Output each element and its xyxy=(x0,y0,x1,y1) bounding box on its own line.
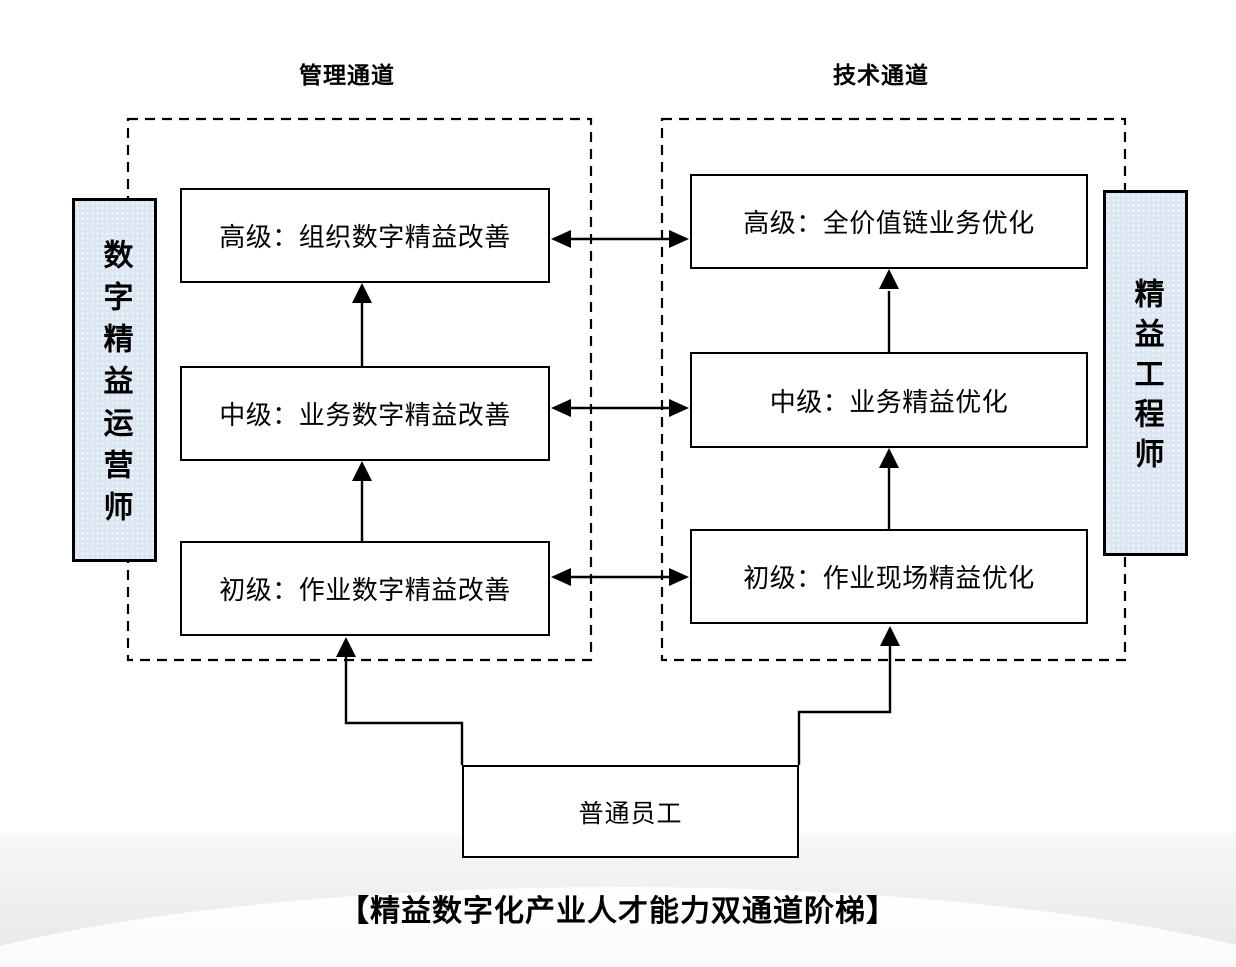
level-box-technical-mid: 中级：业务精益优化 xyxy=(690,352,1088,448)
base-employee-label: 普通员工 xyxy=(578,798,683,828)
up-arrow-technical-junior-to-mid xyxy=(879,448,899,529)
double-arrow-junior xyxy=(551,568,689,586)
level-label: 高级：组织数字精益改善 xyxy=(219,223,511,253)
level-label: 中级：业务精益优化 xyxy=(769,387,1009,418)
base-employee-box: 普通员工 xyxy=(462,765,799,858)
level-label: 初级：作业现场精益优化 xyxy=(743,564,1035,594)
level-box-management-junior: 初级：作业数字精益改善 xyxy=(180,541,550,636)
role-label: 精益工程师 xyxy=(1128,278,1164,478)
role-box-lean-engineer: 精益工程师 xyxy=(1103,190,1188,556)
double-arrow-senior xyxy=(551,230,689,248)
level-box-management-senior: 高级：组织数字精益改善 xyxy=(180,188,550,283)
entry-connector-technical xyxy=(797,626,900,765)
entry-connector-management xyxy=(336,637,464,765)
level-box-technical-senior: 高级：全价值链业务优化 xyxy=(690,174,1088,269)
technical-channel-header: 技术通道 xyxy=(833,63,929,89)
level-label: 初级：作业数字精益改善 xyxy=(219,576,511,606)
management-channel-header: 管理通道 xyxy=(299,63,395,89)
up-arrow-technical-mid-to-senior xyxy=(879,269,899,352)
level-box-management-mid: 中级：业务数字精益改善 xyxy=(180,366,550,461)
up-arrow-management-mid-to-senior xyxy=(352,283,372,366)
level-label: 中级：业务数字精益改善 xyxy=(219,401,511,431)
diagram-caption: 【精益数字化产业人才能力双通道阶梯】 xyxy=(339,894,897,929)
level-box-technical-junior: 初级：作业现场精益优化 xyxy=(690,529,1088,624)
role-label: 数字精益运营师 xyxy=(97,239,133,533)
role-box-digital-lean-operator: 数字精益运营师 xyxy=(72,198,157,562)
up-arrow-management-junior-to-mid xyxy=(352,461,372,541)
double-arrow-mid xyxy=(551,399,689,417)
level-label: 高级：全价值链业务优化 xyxy=(743,209,1035,239)
